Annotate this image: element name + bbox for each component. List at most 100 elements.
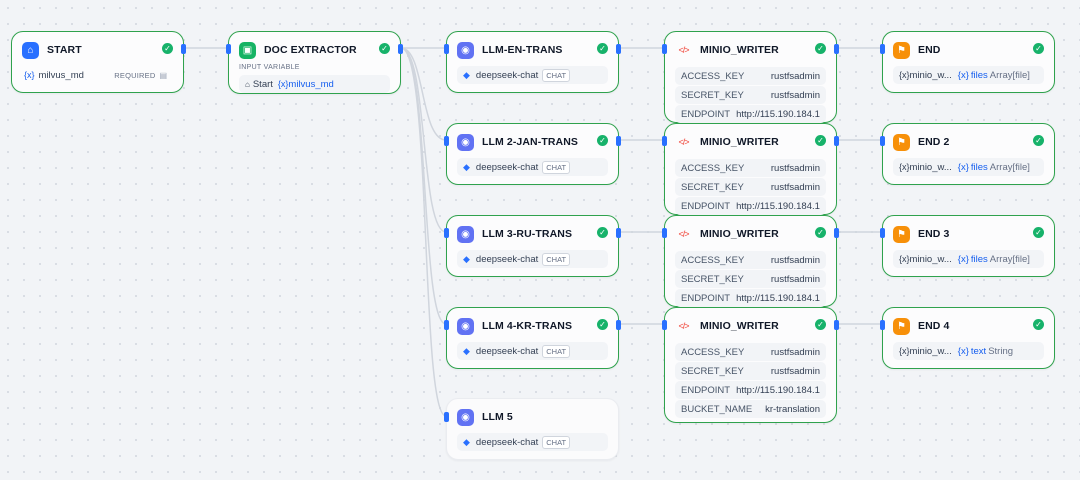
input-port[interactable] [662, 44, 667, 54]
node-title: END 4 [918, 320, 950, 332]
input-port[interactable] [444, 412, 449, 422]
field-icon: {x} [957, 69, 969, 81]
check-circle-icon: ✓ [379, 43, 390, 54]
variable-icon: {x} [899, 254, 910, 264]
secret-key-row: SECRET_KEY rustfsadmin [675, 270, 826, 288]
output-variable[interactable]: {x} minio_w... {x} text String [893, 342, 1044, 360]
check-circle-icon: ✓ [597, 135, 608, 146]
check-circle-icon: ✓ [1033, 135, 1044, 146]
llm-node[interactable]: ◉ LLM-EN-TRANS ✓ ◆ deepseek-chat CHAT [444, 31, 621, 93]
field-name: files [970, 253, 988, 265]
llm-node[interactable]: ◉ LLM 5 ◆ deepseek-chat CHAT [444, 398, 619, 460]
model-selector[interactable]: ◆ deepseek-chat CHAT [457, 250, 608, 268]
input-port[interactable] [444, 44, 449, 54]
input-port[interactable] [662, 228, 667, 238]
start-variable[interactable]: {x} milvus_md REQUIRED ▤ [22, 66, 173, 84]
input-port[interactable] [444, 320, 449, 330]
minio-writer-node[interactable]: </> MINIO_WRITER ✓ ACCESS_KEY rustfsadmi… [662, 215, 839, 307]
access-key-row: ACCESS_KEY rustfsadmin [675, 343, 826, 361]
end-node[interactable]: ⚑ END 3 ✓ {x} minio_w... {x} files Array… [880, 215, 1055, 277]
endpoint-row: ENDPOINT http://115.190.184.157:... [675, 105, 826, 123]
variable-name: minio_w... [909, 345, 952, 357]
node-title: START [47, 44, 82, 56]
check-circle-icon: ✓ [1033, 319, 1044, 330]
mode-badge: CHAT [542, 252, 571, 266]
source-node: Start [252, 78, 273, 90]
secret-key-value: rustfsadmin [770, 273, 820, 285]
endpoint-value: http://115.190.184.157:... [736, 384, 820, 396]
mode-badge: CHAT [542, 68, 571, 82]
check-circle-icon: ✓ [162, 43, 173, 54]
endpoint-label: ENDPOINT [681, 384, 731, 396]
input-port[interactable] [880, 320, 885, 330]
secret-key-label: SECRET_KEY [681, 181, 744, 193]
input-port[interactable] [226, 44, 231, 54]
node-title: LLM 2-JAN-TRANS [482, 136, 578, 148]
mode-badge: CHAT [542, 160, 571, 174]
endpoint-value: http://115.190.184.157:... [736, 108, 820, 120]
output-port[interactable] [181, 44, 186, 54]
doc-extractor-node[interactable]: ▣ DOC EXTRACTOR ✓ INPUT VARIABLE ⌂ Start… [226, 31, 403, 94]
code-icon: </> [678, 45, 689, 55]
start-node[interactable]: ⌂ START ✓ {x} milvus_md REQUIRED ▤ [11, 31, 186, 93]
minio-writer-node[interactable]: </> MINIO_WRITER ✓ ACCESS_KEY rustfsadmi… [662, 31, 839, 123]
secret-key-value: rustfsadmin [770, 89, 820, 101]
endpoint-row: ENDPOINT http://115.190.184.157:... [675, 381, 826, 399]
output-port[interactable] [616, 44, 621, 54]
llm-node[interactable]: ◉ LLM 4-KR-TRANS ✓ ◆ deepseek-chat CHAT [444, 307, 621, 369]
access-key-value: rustfsadmin [770, 254, 820, 266]
input-port[interactable] [880, 136, 885, 146]
output-port[interactable] [616, 320, 621, 330]
output-port[interactable] [616, 228, 621, 238]
input-variable[interactable]: ⌂ Start {x} milvus_md [239, 75, 390, 93]
node-title: LLM 4-KR-TRANS [482, 320, 573, 332]
mode-badge: CHAT [542, 344, 571, 358]
end-node[interactable]: ⚑ END 2 ✓ {x} minio_w... {x} files Array… [880, 123, 1055, 185]
model-selector[interactable]: ◆ deepseek-chat CHAT [457, 158, 608, 176]
endpoint-value: http://115.190.184.157:... [736, 200, 820, 212]
output-variable[interactable]: {x} minio_w... {x} files Array[file] [893, 66, 1044, 84]
whale-icon: ◆ [463, 436, 470, 447]
field-name: files [970, 69, 988, 81]
input-port[interactable] [444, 228, 449, 238]
input-port[interactable] [444, 136, 449, 146]
output-port[interactable] [834, 44, 839, 54]
output-port[interactable] [616, 136, 621, 146]
output-port[interactable] [834, 136, 839, 146]
input-port[interactable] [880, 228, 885, 238]
secret-key-row: SECRET_KEY rustfsadmin [675, 86, 826, 104]
output-port[interactable] [834, 320, 839, 330]
model-selector[interactable]: ◆ deepseek-chat CHAT [457, 66, 608, 84]
secret-key-value: rustfsadmin [770, 365, 820, 377]
variable-name: minio_w... [909, 253, 952, 265]
whale-icon: ◆ [463, 69, 470, 80]
input-variable-label: INPUT VARIABLE [239, 64, 300, 71]
minio-writer-node[interactable]: </> MINIO_WRITER ✓ ACCESS_KEY rustfsadmi… [662, 123, 839, 215]
flag-icon: ⚑ [893, 225, 910, 243]
access-key-row: ACCESS_KEY rustfsadmin [675, 67, 826, 85]
llm-node[interactable]: ◉ LLM 3-RU-TRANS ✓ ◆ deepseek-chat CHAT [444, 215, 621, 277]
variable-name: minio_w... [909, 69, 952, 81]
node-title: LLM 5 [482, 411, 513, 423]
output-port[interactable] [398, 44, 403, 54]
model-selector[interactable]: ◆ deepseek-chat CHAT [457, 342, 608, 360]
output-port[interactable] [834, 228, 839, 238]
endpoint-label: ENDPOINT [681, 108, 731, 120]
llm-node[interactable]: ◉ LLM 2-JAN-TRANS ✓ ◆ deepseek-chat CHAT [444, 123, 621, 185]
model-name: deepseek-chat [475, 161, 539, 173]
input-port[interactable] [880, 44, 885, 54]
variable-name: milvus_md [288, 78, 334, 90]
node-title: END 2 [918, 136, 950, 148]
home-icon: ⌂ [245, 79, 250, 89]
output-variable[interactable]: {x} minio_w... {x} files Array[file] [893, 158, 1044, 176]
field-name: text [970, 345, 987, 357]
input-port[interactable] [662, 320, 667, 330]
end-node[interactable]: ⚑ END 4 ✓ {x} minio_w... {x} text String [880, 307, 1055, 369]
model-selector[interactable]: ◆ deepseek-chat CHAT [457, 433, 608, 451]
end-node[interactable]: ⚑ END ✓ {x} minio_w... {x} files Array[f… [880, 31, 1055, 93]
access-key-label: ACCESS_KEY [681, 162, 745, 174]
input-port[interactable] [662, 136, 667, 146]
minio-writer-node[interactable]: </> MINIO_WRITER ✓ ACCESS_KEY rustfsadmi… [662, 307, 839, 423]
output-variable[interactable]: {x} minio_w... {x} files Array[file] [893, 250, 1044, 268]
check-circle-icon: ✓ [597, 227, 608, 238]
